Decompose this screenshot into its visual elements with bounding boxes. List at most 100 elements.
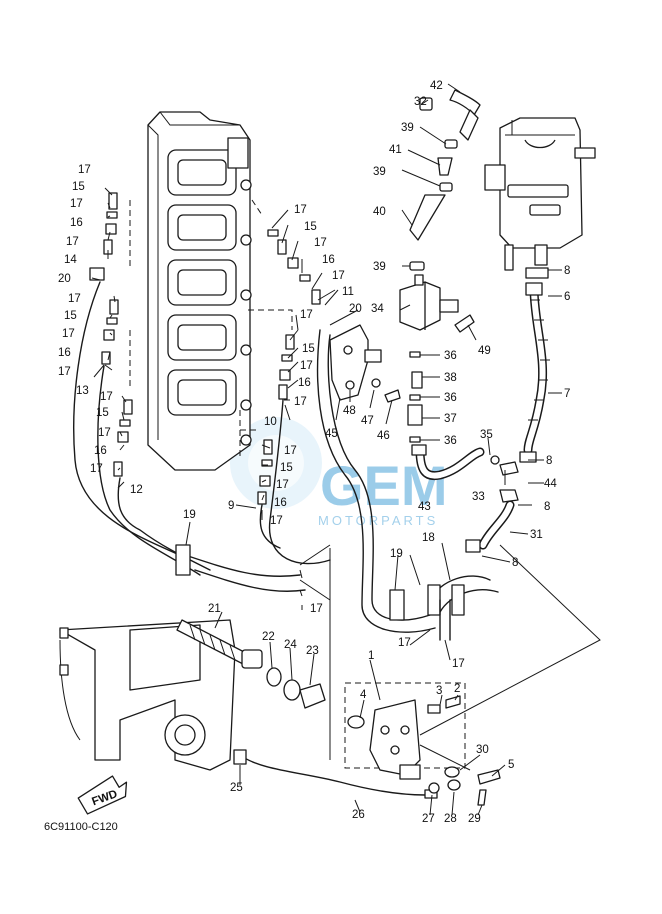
callout-36: 36 [444,435,457,447]
callout-17: 17 [300,360,313,372]
callout-29: 29 [468,813,481,825]
callout-11: 11 [342,286,354,298]
callout-15: 15 [304,221,317,233]
callout-16: 16 [298,377,311,389]
callout-33: 33 [472,491,485,503]
callout-16: 16 [322,254,335,266]
callout-17: 17 [68,293,81,305]
callout-37: 37 [444,413,457,425]
callout-45: 45 [325,428,338,440]
callout-32: 32 [414,96,427,108]
callout-20: 20 [349,303,362,315]
callout-18: 18 [422,532,435,544]
callout-28: 28 [444,813,457,825]
callout-15: 15 [96,407,109,419]
callout-17: 17 [66,236,79,248]
high-pressure-pump [344,682,501,785]
callout-17: 17 [58,366,71,378]
callout-15: 15 [64,310,77,322]
callout-6: 6 [564,291,570,303]
callout-30: 30 [476,744,489,756]
callout-10: 10 [264,416,277,428]
callout-31: 31 [530,529,543,541]
callout-17: 17 [452,658,465,670]
hoses-43-31 [411,444,519,553]
callout-42: 42 [430,80,443,92]
callout-2: 2 [454,683,460,695]
callout-17: 17 [62,328,75,340]
callout-17: 17 [332,270,345,282]
callout-8: 8 [544,501,550,513]
callout-17: 17 [78,164,91,176]
callout-40: 40 [373,206,386,218]
callout-17: 17 [294,396,307,408]
callout-46: 46 [377,430,390,442]
callout-22: 22 [262,631,275,643]
callout-12: 12 [130,484,143,496]
callout-34: 34 [371,303,384,315]
watermark-name: GEM [320,454,448,517]
callout-36: 36 [444,392,457,404]
callout-13: 13 [76,385,89,397]
callout-39: 39 [373,261,386,273]
callout-17: 17 [276,479,289,491]
callout-39: 39 [401,122,414,134]
callout-16: 16 [94,445,107,457]
callout-39: 39 [373,166,386,178]
callout-16: 16 [58,347,71,359]
callout-35: 35 [480,429,493,441]
middle-injector-stack [240,229,331,565]
callout-41: 41 [389,144,402,156]
callout-17: 17 [284,445,297,457]
callout-43: 43 [418,501,431,513]
vapor-separator-tank [484,117,596,271]
callout-8: 8 [512,557,518,569]
callout-47: 47 [361,415,374,427]
callout-48: 48 [343,405,356,417]
fuel-rail-lines [175,329,601,760]
control-rod [233,749,487,806]
callout-16: 16 [274,497,287,509]
callout-38: 38 [444,372,457,384]
fuel-valve-assembly [329,89,481,443]
callout-1: 1 [368,650,374,662]
callout-17: 17 [294,204,307,216]
callout-20: 20 [58,273,71,285]
callout-17: 17 [100,391,113,403]
callout-labels: 42 32 39 41 39 40 39 34 49 36 38 36 37 3… [58,80,570,825]
callout-17: 17 [98,427,111,439]
callout-19: 19 [183,509,196,521]
callout-16: 16 [70,217,83,229]
linkage-parts [176,619,326,709]
callout-17: 17 [70,198,83,210]
cylinder-block [129,111,263,471]
lower-housing [59,619,236,771]
callout-4: 4 [360,689,367,701]
callout-9: 9 [228,500,234,512]
callout-8: 8 [546,455,552,467]
callout-17: 17 [314,237,327,249]
callout-19: 19 [390,548,403,560]
callout-27: 27 [422,813,435,825]
callout-24: 24 [284,639,297,651]
watermark: GEM MOTORPARTS [230,417,448,528]
callout-5: 5 [508,759,514,771]
callout-17: 17 [300,309,313,321]
callout-25: 25 [230,782,243,794]
callout-14: 14 [64,254,77,266]
callout-15: 15 [72,181,85,193]
callout-17: 17 [310,603,323,615]
callout-15: 15 [280,462,293,474]
diagram-code: 6C91100-C120 [44,821,118,833]
watermark-sub: MOTORPARTS [318,513,438,528]
callout-21: 21 [208,603,221,615]
callout-36: 36 [444,350,457,362]
callout-26: 26 [352,809,365,821]
callout-17: 17 [398,637,411,649]
callout-7: 7 [564,388,570,400]
callout-49: 49 [478,345,491,357]
callout-23: 23 [306,645,319,657]
right-fuel-hose [519,267,550,463]
callout-15: 15 [302,343,315,355]
